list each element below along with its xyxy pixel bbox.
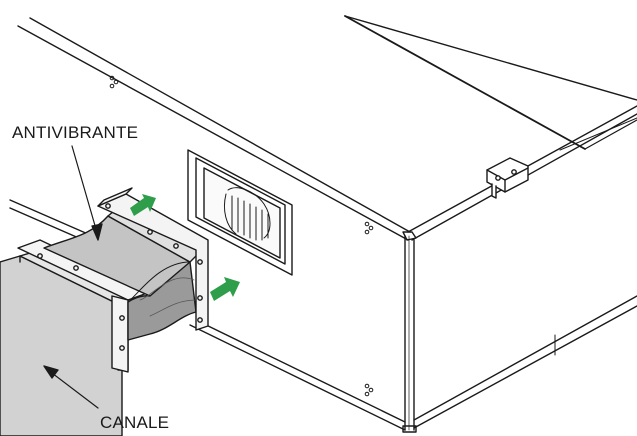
fan-outlet [187,149,293,276]
label-antivibrante: ANTIVIBRANTE [12,123,139,142]
leader-line-canale [47,369,99,409]
screw-group-top [109,75,119,89]
airflow-arrow-icon [210,277,240,301]
fan-wheel-icon [223,187,271,241]
leader-line-antivibrante [71,145,99,237]
airflow-arrow-icon [130,194,156,216]
screw-group-bottom [364,383,374,397]
leader-arrowhead-antivibrante [91,223,103,241]
duct-flange [17,239,151,373]
label-canale: CANALE [100,413,170,432]
screw-group-mid [364,221,374,235]
mounting-bracket-icon [486,157,529,199]
leader-arrowhead-canale [43,365,59,379]
antivibrante-flange [37,187,209,351]
